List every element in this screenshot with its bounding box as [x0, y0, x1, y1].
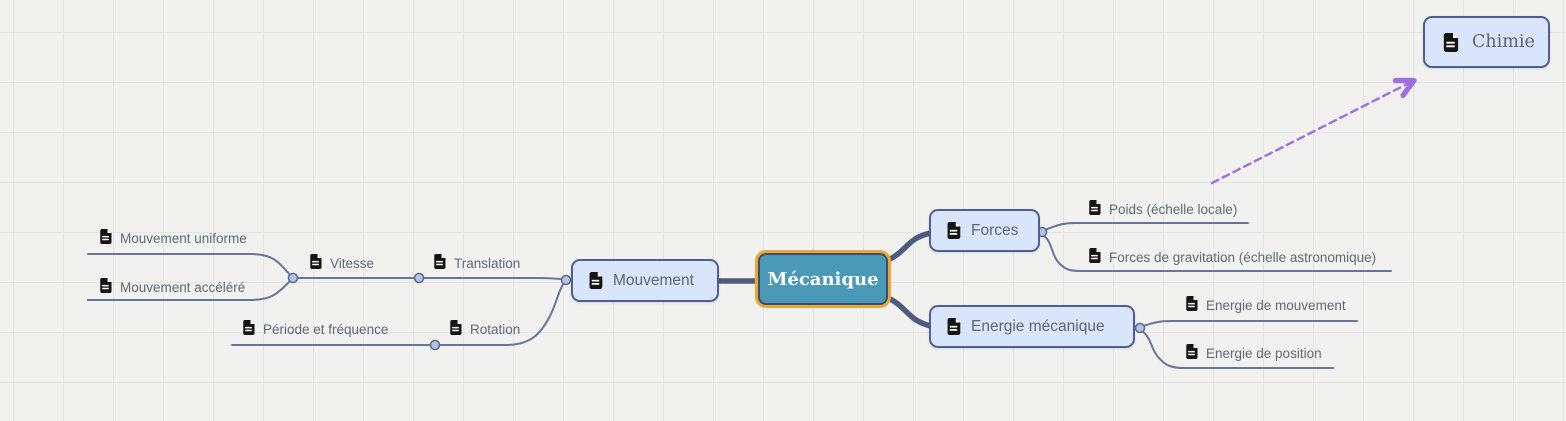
leaf-poids-echelle-locale-label: Poids (échelle locale): [1109, 201, 1238, 217]
document-icon: [1184, 344, 1199, 362]
document-icon: [945, 222, 962, 239]
leaf-mouvement-accelere[interactable]: Mouvement accéléré: [98, 278, 245, 296]
node-mecanique-label: Mécanique: [767, 268, 879, 290]
junction-handle-mouvement[interactable]: [560, 274, 572, 286]
document-icon: [241, 320, 256, 338]
document-icon: [448, 320, 463, 338]
node-mouvement[interactable]: Mouvement: [571, 259, 719, 302]
link-energie-position: [1141, 330, 1334, 369]
junction-handle-vitesse-left[interactable]: [287, 272, 299, 284]
junction-handle-energie[interactable]: [1134, 322, 1146, 334]
node-forces[interactable]: Forces: [929, 209, 1040, 252]
document-icon: [308, 254, 323, 272]
link-mouvement-accelere: [87, 279, 292, 301]
branch-mecanique-energie: [881, 293, 934, 329]
document-icon: [432, 254, 447, 272]
leaf-periode-et-frequence[interactable]: Période et fréquence: [241, 320, 388, 338]
document-icon: [1087, 248, 1102, 266]
leaf-energie-de-mouvement-label: Energie de mouvement: [1206, 297, 1346, 313]
branch-mecanique-forces: [881, 230, 934, 265]
document-icon: [98, 278, 113, 296]
leaf-mouvement-uniforme[interactable]: Mouvement uniforme: [98, 229, 247, 247]
document-icon: [98, 229, 113, 247]
document-icon: [1184, 296, 1199, 314]
leaf-energie-de-mouvement[interactable]: Energie de mouvement: [1184, 296, 1346, 314]
junction-handle-vitesse-right[interactable]: [413, 272, 425, 284]
link-mouvement-uniforme: [87, 253, 292, 277]
leaf-translation[interactable]: Translation: [432, 254, 520, 272]
relation-arrow-to-chimie[interactable]: [1210, 81, 1413, 185]
leaf-translation-label: Translation: [454, 255, 521, 271]
document-icon: [945, 318, 962, 335]
link-gravitation: [1042, 234, 1392, 272]
leaf-mouvement-accelere-label: Mouvement accéléré: [120, 279, 246, 295]
leaf-periode-et-frequence-label: Période et fréquence: [263, 321, 389, 337]
link-rotation: [438, 282, 565, 346]
document-icon: [1441, 32, 1460, 52]
leaf-energie-de-position[interactable]: Energie de position: [1184, 344, 1322, 362]
leaf-forces-de-gravitation[interactable]: Forces de gravitation (échelle astronomi…: [1087, 248, 1376, 266]
node-mecanique[interactable]: Mécanique: [755, 250, 891, 308]
leaf-forces-de-gravitation-label: Forces de gravitation (échelle astronomi…: [1109, 249, 1377, 265]
document-icon: [1087, 200, 1102, 218]
link-poids: [1043, 222, 1249, 231]
node-forces-label: Forces: [971, 221, 1019, 239]
leaf-energie-de-position-label: Energie de position: [1206, 345, 1322, 361]
leaf-mouvement-uniforme-label: Mouvement uniforme: [120, 230, 247, 246]
junction-handle-rotation[interactable]: [429, 339, 441, 351]
node-energie-mecanique-label: Energie mécanique: [971, 317, 1105, 335]
leaf-vitesse-label: Vitesse: [330, 255, 375, 271]
leaf-poids-echelle-locale[interactable]: Poids (échelle locale): [1087, 200, 1237, 218]
node-chimie[interactable]: Chimie: [1423, 16, 1550, 68]
link-translation: [422, 277, 563, 280]
document-icon: [587, 272, 604, 289]
leaf-vitesse[interactable]: Vitesse: [308, 254, 374, 272]
node-chimie-label: Chimie: [1472, 32, 1535, 52]
leaf-rotation-label: Rotation: [470, 321, 521, 337]
link-energie-mouvement: [1142, 320, 1358, 327]
node-energie-mecanique[interactable]: Energie mécanique: [929, 305, 1135, 348]
node-mouvement-label: Mouvement: [613, 271, 694, 289]
leaf-rotation[interactable]: Rotation: [448, 320, 520, 338]
